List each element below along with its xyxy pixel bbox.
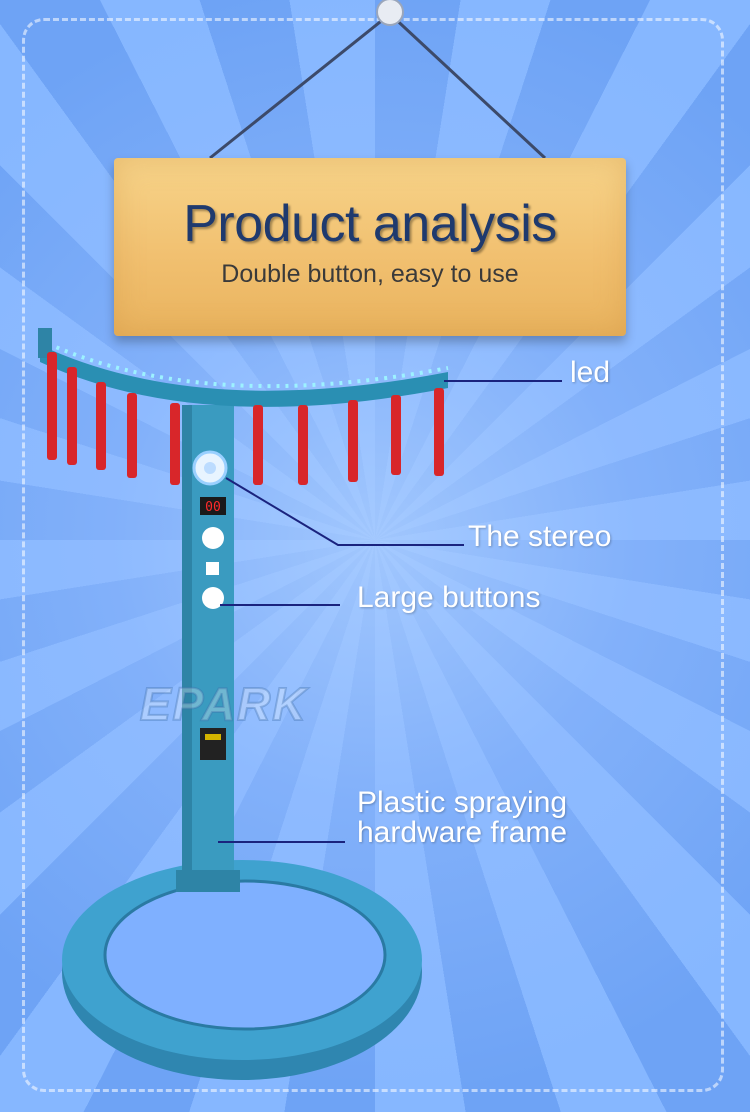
callout-frame-line1: Plastic spraying [357,786,568,819]
callout-stereo: The stereo [468,520,612,553]
small-square-button [206,562,219,575]
score-digits: 00 [205,500,221,515]
base-ring [62,860,422,1080]
wooden-sign: Product analysis Double button, easy to … [114,158,626,336]
callout-led: led [570,356,611,389]
dashed-frame-border [22,18,724,1092]
bottom-button [202,587,224,609]
sign-hanger [209,0,547,160]
callout-line-stereo [225,477,464,546]
page-subtitle: Double button, easy to use [221,260,519,288]
callout-large-buttons: Large buttons [357,581,541,614]
speaker-icon [192,450,228,486]
led-bar [38,328,449,407]
page-title: Product analysis [183,195,557,253]
brand-watermark: EPARK [139,677,308,731]
nail-icon [376,0,404,26]
coin-slot-indicator [205,734,221,740]
main-pole [176,405,240,892]
red-pipes [47,352,444,485]
coin-slot [200,728,226,760]
top-button [202,527,224,549]
callout-frame-line2: hardware frame [357,816,568,849]
callout-lines [218,380,562,843]
score-display [200,497,226,515]
